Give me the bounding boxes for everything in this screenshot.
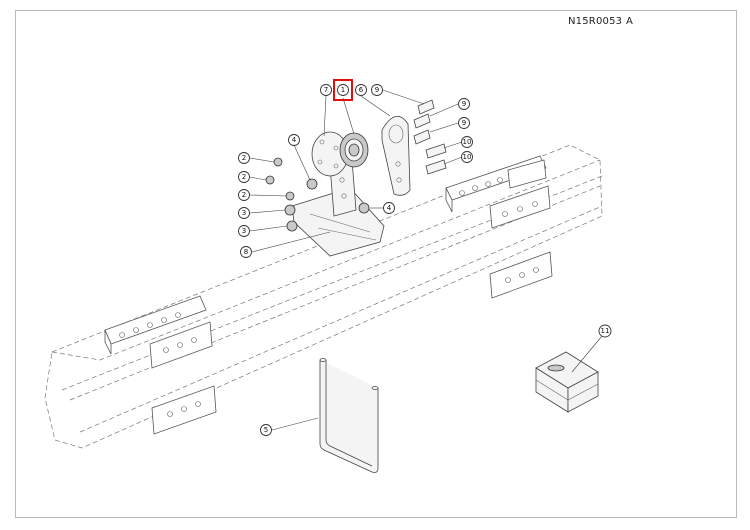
callout-9: 9 bbox=[458, 117, 470, 129]
svg-text:5: 5 bbox=[264, 426, 268, 434]
svg-text:8: 8 bbox=[244, 248, 248, 256]
callout-4: 4 bbox=[383, 202, 395, 214]
callout-2: 2 bbox=[238, 152, 250, 164]
callout-8: 8 bbox=[240, 246, 252, 258]
svg-text:10: 10 bbox=[463, 153, 472, 161]
svg-text:9: 9 bbox=[375, 86, 379, 94]
selection-highlight bbox=[333, 79, 353, 101]
callout-3: 3 bbox=[238, 207, 250, 219]
u-bolt bbox=[319, 358, 379, 473]
drawing-revision: A bbox=[626, 16, 633, 27]
bolts bbox=[413, 99, 447, 175]
drawing-frame bbox=[15, 10, 737, 518]
callout-4: 4 bbox=[288, 134, 300, 146]
flange-plate bbox=[311, 131, 349, 177]
svg-text:2: 2 bbox=[242, 154, 246, 162]
side-plate bbox=[381, 116, 411, 196]
callout-10: 10 bbox=[461, 136, 473, 148]
leader-lines bbox=[249, 89, 603, 431]
svg-text:11: 11 bbox=[601, 327, 610, 335]
callout-3: 3 bbox=[238, 225, 250, 237]
bearing bbox=[339, 132, 369, 168]
svg-text:4: 4 bbox=[387, 204, 392, 212]
callout-11: 11 bbox=[598, 324, 612, 338]
svg-text:3: 3 bbox=[242, 209, 246, 217]
callout-6: 6 bbox=[355, 84, 367, 96]
splice-plate-lower-left bbox=[151, 385, 217, 435]
callout-5: 5 bbox=[260, 424, 272, 436]
splice-plate-upper-right bbox=[445, 155, 551, 229]
callout-9: 9 bbox=[371, 84, 383, 96]
svg-text:6: 6 bbox=[359, 86, 364, 94]
callout-1: 1 bbox=[337, 84, 349, 96]
svg-text:3: 3 bbox=[242, 227, 246, 235]
callout-10: 10 bbox=[461, 151, 473, 163]
splice-plate-mid-right bbox=[489, 251, 553, 299]
svg-text:9: 9 bbox=[462, 119, 466, 127]
svg-text:9: 9 bbox=[462, 100, 466, 108]
callout-2: 2 bbox=[238, 171, 250, 183]
svg-text:2: 2 bbox=[242, 191, 246, 199]
svg-text:2: 2 bbox=[242, 173, 246, 181]
svg-text:10: 10 bbox=[463, 138, 472, 146]
svg-text:1: 1 bbox=[341, 86, 345, 94]
svg-text:4: 4 bbox=[292, 136, 297, 144]
callout-9: 9 bbox=[458, 98, 470, 110]
splice-plate-upper-left bbox=[104, 295, 213, 369]
label-box-part bbox=[535, 351, 599, 413]
callout-7: 7 bbox=[320, 84, 332, 96]
drawing-code: N15R0053 bbox=[568, 16, 623, 27]
callout-2: 2 bbox=[238, 189, 250, 201]
svg-text:7: 7 bbox=[324, 86, 328, 94]
